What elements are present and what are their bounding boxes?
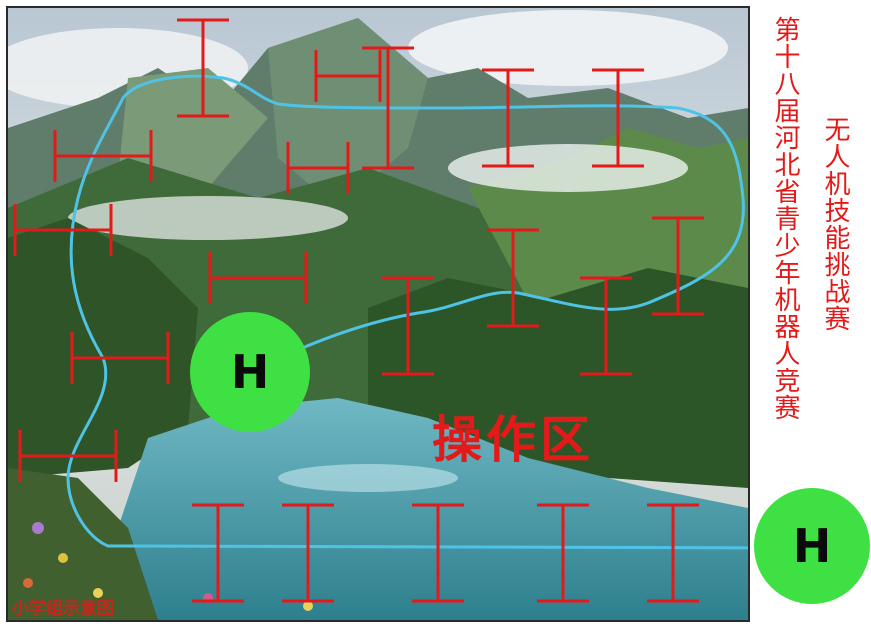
obstacle-gates	[13, 18, 704, 603]
helipad-letter-start: H	[230, 345, 270, 399]
i-beam-gate-icon	[592, 68, 644, 168]
i-beam-gate-icon	[18, 430, 118, 482]
competition-title-line-2: 无人机技能挑战赛	[820, 116, 850, 332]
primary-school-group-label: 小学组示意图	[12, 599, 114, 619]
i-beam-gate-icon	[286, 142, 350, 194]
i-beam-gate-icon	[362, 46, 414, 170]
i-beam-gate-icon	[53, 130, 153, 182]
course-map: H 操作区 小学组示意图	[6, 6, 750, 622]
i-beam-gate-icon	[647, 503, 699, 603]
operation-zone-label: 操作区	[432, 411, 594, 469]
i-beam-gate-icon	[177, 18, 229, 118]
i-beam-gate-icon	[192, 503, 244, 603]
i-beam-gate-icon	[282, 503, 334, 603]
helipad-letter-finish: H	[792, 519, 832, 573]
i-beam-gate-icon	[652, 216, 704, 316]
i-beam-gate-icon	[208, 252, 308, 304]
i-beam-gate-icon	[412, 503, 464, 603]
i-beam-gate-icon	[70, 332, 170, 384]
i-beam-gate-icon	[537, 503, 589, 603]
i-beam-gate-icon	[580, 276, 632, 376]
i-beam-gate-icon	[13, 204, 113, 256]
i-beam-gate-icon	[382, 276, 434, 376]
competition-title-line-1: 第十八届河北省青少年机器人竞赛	[770, 16, 800, 421]
i-beam-gate-icon	[314, 50, 382, 102]
competition-title: 第十八届河北省青少年机器人竞赛 无人机技能挑战赛	[752, 6, 868, 486]
i-beam-gate-icon	[482, 68, 534, 168]
course-overlay	[13, 18, 748, 603]
start-helipad: H	[190, 312, 310, 432]
flight-route-line	[66, 74, 748, 550]
i-beam-gate-icon	[487, 228, 539, 328]
finish-helipad: H	[754, 488, 870, 604]
